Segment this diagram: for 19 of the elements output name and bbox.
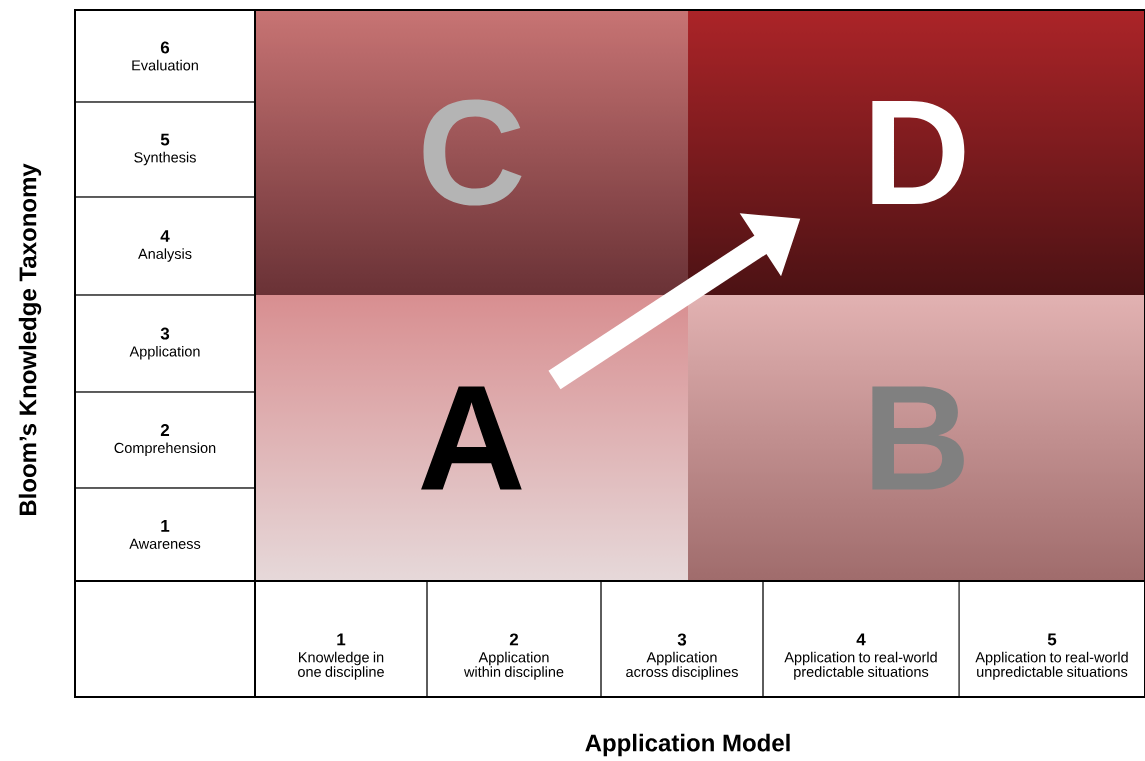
table-cell: 4 Application to real-world predictable situations: [762, 581, 960, 698]
node-label: 6: [160, 41, 170, 54]
axis-title: Bloom’s Knowledge Taxonomy: [18, 163, 42, 516]
quadrant: C: [423, 99, 522, 206]
node-label: Evaluation: [132, 59, 198, 71]
quadrant: D: [872, 100, 965, 205]
axis-title: Application Model: [585, 733, 790, 757]
table-cell: 2 Comprehension: [74, 391, 256, 489]
quadrant: A: [421, 386, 522, 490]
table-cell: 5 Application to real-world unpredictable situations: [958, 581, 1145, 698]
table-cell: 3 Application across disciplines: [600, 581, 764, 698]
table-cell: 4 Analysis: [74, 196, 256, 296]
node-label: Knowledge in one discipline: [298, 651, 384, 680]
table-cell: 1 Awareness: [74, 487, 256, 582]
table-cell: 5 Synthesis: [74, 101, 256, 198]
table-cell: 2 Application within discipline: [426, 581, 602, 698]
node-label: 1: [337, 633, 346, 646]
table-cell: 3 Application: [74, 294, 256, 393]
quadrant: B: [872, 386, 964, 490]
